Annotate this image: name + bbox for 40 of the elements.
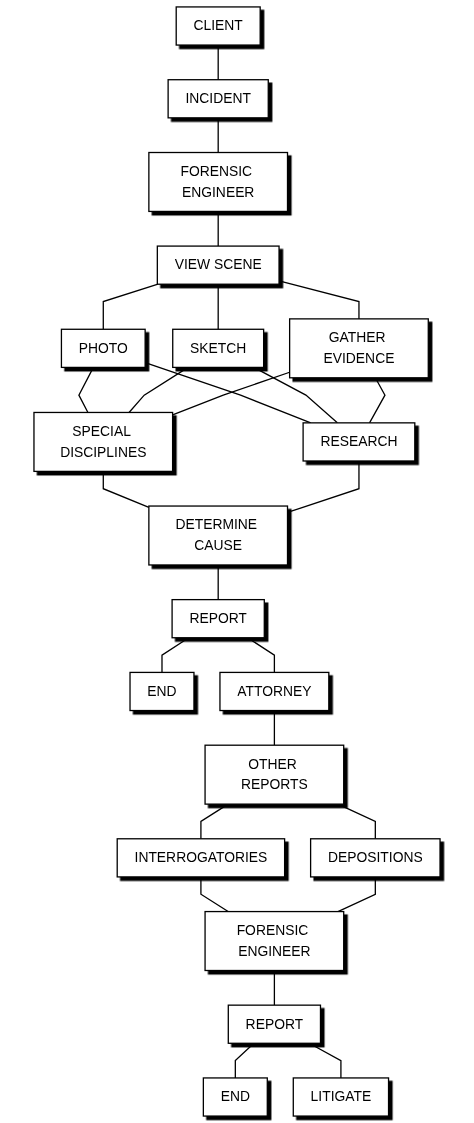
node-box: SPECIAL DISCIPLINES: [33, 411, 174, 473]
connector: [217, 210, 219, 247]
connector: [128, 366, 189, 414]
node-box: SKETCH: [172, 328, 265, 369]
node-box: ATTORNEY: [219, 671, 330, 712]
node-box: REPORT: [227, 1004, 322, 1044]
connector: [102, 283, 159, 330]
node-box: DEPOSITIONS: [309, 838, 441, 878]
connector: [217, 44, 219, 81]
node-box: PHOTO: [60, 328, 146, 369]
connector: [217, 283, 219, 330]
connector: [337, 803, 376, 840]
connector: [102, 470, 150, 508]
connector: [161, 637, 190, 674]
connector: [337, 876, 376, 913]
node-box: INTERROGATORIES: [116, 838, 286, 878]
connector: [217, 564, 219, 601]
connector: [273, 969, 276, 1006]
connector: [217, 117, 219, 154]
connector: [200, 803, 229, 840]
node-box: DETERMINE CAUSE: [148, 505, 289, 566]
node-box: END: [129, 671, 195, 712]
node-box: END: [202, 1077, 268, 1117]
connector: [247, 637, 276, 674]
connector: [253, 366, 338, 424]
node-box: GATHER EVIDENCE: [289, 318, 429, 379]
connector: [200, 876, 229, 913]
connector: [273, 709, 276, 746]
node-box: OTHER REPORTS: [204, 744, 345, 805]
node-box: RESEARCH: [302, 422, 416, 462]
node-box: FORENSIC ENGINEER: [148, 151, 289, 213]
node-box: LITIGATE: [292, 1077, 390, 1117]
node-box: VIEW SCENE: [156, 245, 280, 285]
node-box: REPORT: [171, 599, 265, 639]
node-box: CLIENT: [175, 6, 261, 46]
node-box: INCIDENT: [167, 79, 269, 119]
node-box: FORENSIC ENGINEER: [204, 910, 345, 972]
connector: [234, 1042, 255, 1079]
connector: [78, 366, 94, 414]
connector: [308, 1042, 342, 1079]
